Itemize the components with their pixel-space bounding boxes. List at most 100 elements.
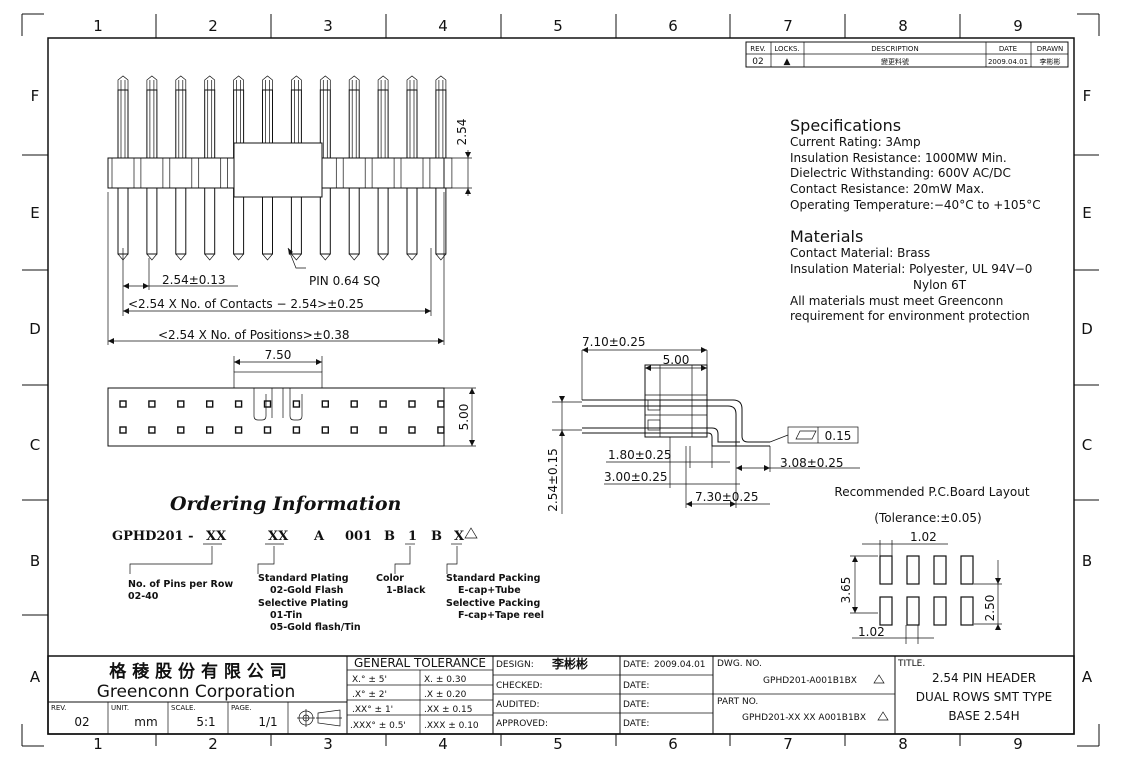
side-height-dim: 2.54±0.15 xyxy=(546,448,560,512)
col-label: 9 xyxy=(1013,17,1023,35)
pin-hole xyxy=(408,426,416,434)
note-packing: F-cap+Tape reel xyxy=(458,610,544,621)
specifications-block: Specifications Current Rating: 3Amp Insu… xyxy=(790,116,1041,323)
part-label: PART NO. xyxy=(717,697,758,707)
note-plating: Selective Plating xyxy=(258,598,348,609)
pin-tip xyxy=(319,75,331,90)
revision-triangle-icon xyxy=(873,674,885,684)
side-dim-a: 1.80±0.25 xyxy=(608,448,672,462)
drawn-header: DRAWN xyxy=(1037,45,1064,53)
pin-hole xyxy=(177,426,185,434)
pin-lower xyxy=(204,187,216,255)
pin-tip xyxy=(435,75,447,90)
rev-label: REV. xyxy=(51,704,66,712)
note-plating: 01-Tin xyxy=(270,610,303,621)
pin-lower xyxy=(319,187,331,255)
front-positions-dim: <2.54 X No. of Positions>±0.38 xyxy=(158,328,350,342)
date-label: DATE: xyxy=(623,700,649,710)
spec-line: Contact Resistance: 20mW Max. xyxy=(790,182,984,196)
ordering-part: B xyxy=(431,529,442,544)
pin-hole xyxy=(234,426,243,434)
material-line: requirement for environment protection xyxy=(790,309,1030,323)
unit-value: mm xyxy=(134,715,157,729)
pcb-pad-width-dim: 1.02 xyxy=(910,530,937,544)
pcb-pad xyxy=(879,555,893,585)
row-label: D xyxy=(1081,320,1093,338)
design-date: 2009.04.01 xyxy=(654,660,706,670)
housing-cell xyxy=(342,157,366,189)
pcb-layout: Recommended P.C.Board Layout (Tolerance:… xyxy=(834,485,1030,644)
pin-lower xyxy=(117,187,129,255)
pin-tip xyxy=(348,75,360,90)
ordering-part: XX xyxy=(268,529,289,544)
col-label: 2 xyxy=(208,17,218,35)
description-header: DESCRIPTION xyxy=(871,45,918,53)
housing-cell xyxy=(198,157,222,189)
pin-lower xyxy=(262,187,273,255)
page-label: PAGE. xyxy=(231,704,252,712)
pin-end xyxy=(204,253,215,261)
pcb-pad xyxy=(906,596,920,626)
pin-hole xyxy=(177,400,185,408)
material-line: Insulation Material: Polyester, UL 94V−0 xyxy=(790,262,1032,276)
pin-hole xyxy=(119,400,127,408)
pin-hole xyxy=(119,426,127,434)
side-dim-c: 3.08±0.25 xyxy=(780,456,844,470)
col-label: 8 xyxy=(898,17,908,35)
col-label: 1 xyxy=(93,735,103,753)
pcb-height-dim-2: 2.50 xyxy=(983,595,997,622)
col-label: 1 xyxy=(93,17,103,35)
note-plating: 02-Gold Flash xyxy=(270,585,344,596)
pin-tip xyxy=(233,75,244,90)
drawing-title-line: BASE 2.54H xyxy=(948,709,1019,723)
note-color: Color xyxy=(376,573,404,584)
audited-label: AUDITED: xyxy=(496,700,539,710)
pin-lower xyxy=(348,187,360,255)
row-label: B xyxy=(1082,552,1092,570)
revision-block: REV. LOCKS. DESCRIPTION DATE DRAWN 02 ▲ … xyxy=(745,41,1069,68)
pin-tip xyxy=(291,75,302,90)
front-pitch-height-dim: 2.54 xyxy=(455,119,469,146)
pin-lower xyxy=(435,187,447,255)
ordering-title: Ordering Information xyxy=(170,493,401,515)
ordering-part: XX xyxy=(206,529,227,544)
row-label: C xyxy=(30,436,40,454)
col-label: 5 xyxy=(553,735,563,753)
spec-line: Current Rating: 3Amp xyxy=(790,135,921,149)
pin-lower xyxy=(290,187,302,255)
company-name-en: Greenconn Corporation xyxy=(97,682,296,702)
drawn-value: 李彬彬 xyxy=(1040,57,1061,66)
pin-end xyxy=(406,253,418,261)
row-label: C xyxy=(1082,436,1092,454)
col-label: 4 xyxy=(438,735,448,753)
row-label: F xyxy=(31,87,40,105)
front-pitch-dim: 2.54±0.13 xyxy=(162,273,226,287)
pin-tip xyxy=(204,75,216,90)
housing-cell xyxy=(111,157,135,189)
approved-label: APPROVED: xyxy=(496,719,548,729)
col-label: 2 xyxy=(208,735,218,753)
col-label: 7 xyxy=(783,735,793,753)
pcb-title: Recommended P.C.Board Layout xyxy=(834,485,1029,499)
col-label: 9 xyxy=(1013,735,1023,753)
pin-lower xyxy=(406,187,418,255)
rev-header: REV. xyxy=(750,45,765,53)
pin-hole xyxy=(292,426,301,434)
col-label: 6 xyxy=(668,17,678,35)
pin-end xyxy=(146,253,158,261)
unit-label: UNIT. xyxy=(111,704,129,712)
top-height-dim: 5.00 xyxy=(457,404,471,431)
pin-lower xyxy=(146,187,158,255)
pin-hole xyxy=(379,426,387,434)
tolerance-angle: .XX° ± 1' xyxy=(352,705,393,715)
dwg-label: DWG. NO. xyxy=(717,659,762,669)
pcb-pad xyxy=(906,555,920,585)
pcb-pad xyxy=(879,596,893,626)
tolerance-linear: .XX ± 0.15 xyxy=(424,705,473,715)
scale-value: 5:1 xyxy=(196,715,215,729)
col-label: 7 xyxy=(783,17,793,35)
pin-hole xyxy=(408,400,416,408)
pin-upper xyxy=(377,89,389,159)
description-value: 變更料號 xyxy=(881,57,909,66)
